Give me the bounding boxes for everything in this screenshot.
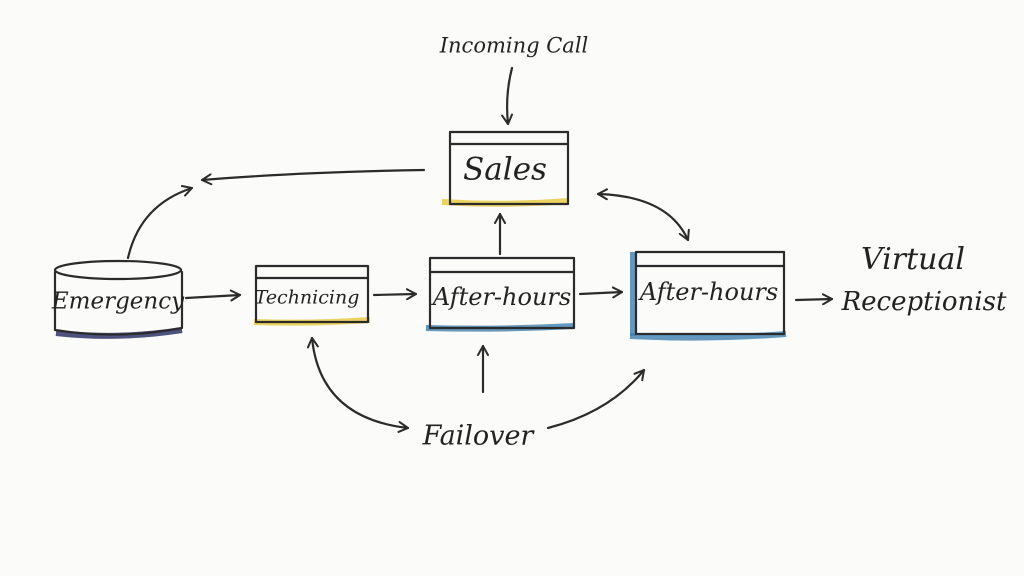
arrow-sales-afterhours-bidirectional xyxy=(596,188,690,242)
after-hours-1-label: After-hours xyxy=(432,283,572,311)
emergency-node xyxy=(53,259,184,339)
technicing-node xyxy=(253,264,371,326)
arrow-emergency-to-technicing xyxy=(184,289,242,302)
receptionist-label: Receptionist xyxy=(841,287,1007,317)
arrow-failover-to-afterhours-2 xyxy=(546,368,646,430)
arrow-technicing-to-afterhours xyxy=(372,288,418,301)
arrow-afterhours-to-afterhours xyxy=(578,286,624,299)
arrow-technicing-failover-bidirectional xyxy=(306,336,410,433)
sales-label: Sales xyxy=(463,151,547,188)
failover-label: Failover xyxy=(422,420,534,452)
incoming-call-label: Incoming Call xyxy=(439,33,589,58)
emergency-label: Emergency xyxy=(51,288,185,315)
arrow-afterhours-to-virtual xyxy=(794,293,834,306)
arrow-emergency-up xyxy=(126,185,194,260)
arrow-incoming-to-sales xyxy=(501,66,514,126)
sales-node xyxy=(441,130,570,207)
virtual-label: Virtual xyxy=(861,242,965,277)
arrow-sales-loop xyxy=(200,168,426,186)
after-hours-2-label: After-hours xyxy=(639,278,779,306)
after-hours-1-node xyxy=(425,256,576,332)
technicing-label: Technicing xyxy=(254,286,360,309)
after-hours-2-node xyxy=(629,250,787,341)
